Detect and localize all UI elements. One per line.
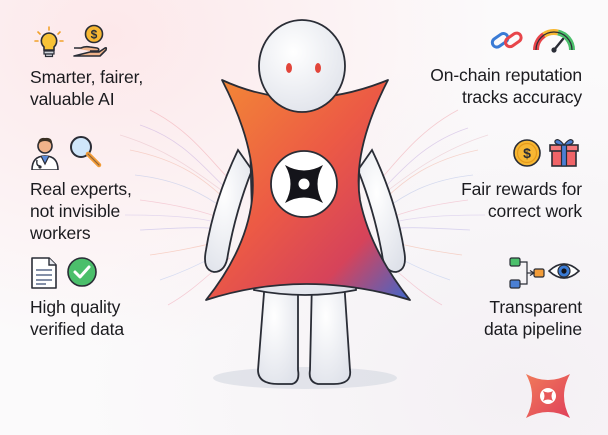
corner-logo — [526, 374, 570, 418]
right-eye — [315, 63, 321, 73]
feature-label-fair-rewards: Fair rewards for correct work — [461, 179, 582, 221]
chain-link-icon — [490, 31, 523, 49]
feature-label-real-experts: Real experts, not invisible workers — [30, 179, 132, 243]
right-leg — [308, 279, 352, 385]
svg-text:$: $ — [91, 28, 98, 42]
left-leg — [257, 279, 300, 385]
flowchart-icon — [509, 257, 545, 289]
ground-shadow — [213, 367, 397, 389]
checkmark-icon — [67, 257, 97, 287]
gauge-icon — [532, 29, 575, 53]
lightbulb-icon — [34, 26, 64, 58]
svg-text:$: $ — [523, 145, 531, 161]
magnifier-icon — [70, 136, 102, 168]
eye-icon — [548, 263, 580, 279]
head — [258, 19, 346, 113]
left-arm — [204, 148, 254, 273]
right-arm — [356, 148, 406, 273]
gift-icon — [549, 139, 579, 167]
document-icon — [31, 257, 57, 289]
hand-coin-icon: $ — [73, 24, 108, 57]
feature-label-verified-data: High quality verified data — [30, 297, 125, 339]
feature-label-smarter-ai: Smarter, fairer, valuable AI — [30, 67, 144, 109]
feature-label-onchain-reputation: On-chain reputation tracks accuracy — [430, 65, 582, 107]
doctor-icon — [31, 137, 59, 170]
coin-icon: $ — [513, 139, 541, 167]
feature-label-transparent-pipeline: Transparent data pipeline — [484, 297, 582, 339]
left-eye — [286, 63, 292, 73]
